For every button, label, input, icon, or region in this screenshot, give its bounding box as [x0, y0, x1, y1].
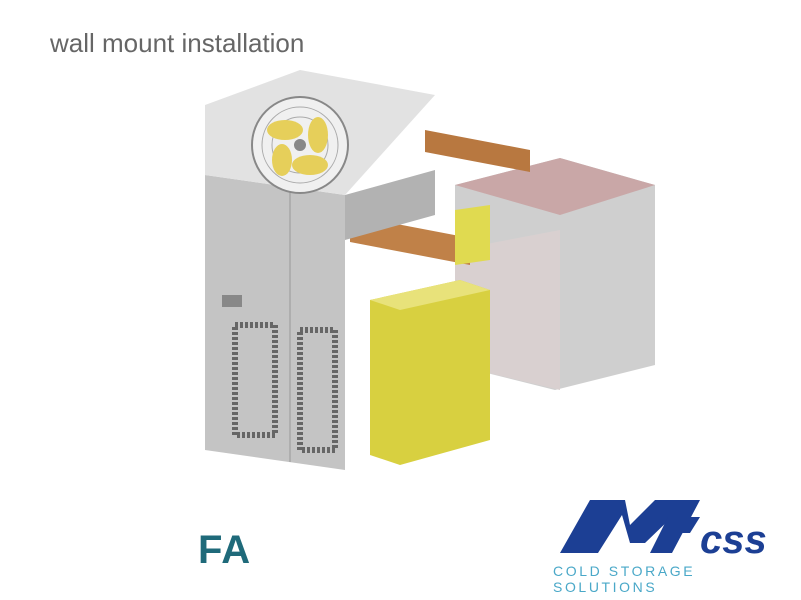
- caption: wall mount installation: [50, 28, 305, 58]
- condensing-unit-front: [205, 175, 345, 470]
- label-plate: [222, 295, 242, 307]
- fan-blade: [272, 144, 292, 176]
- fan-blade: [308, 117, 328, 153]
- logo-tagline: COLD STORAGE SOLUTIONS: [553, 563, 696, 595]
- evaporator-top: [455, 158, 655, 215]
- vent-grille-left: [232, 322, 278, 438]
- mtcss-logo: css: [560, 500, 767, 562]
- upper-arm: [425, 130, 530, 172]
- fan-blade: [267, 120, 303, 140]
- fan-blade: [292, 155, 328, 175]
- model-label: FA: [198, 528, 252, 572]
- vent-grille-right: [297, 327, 338, 453]
- svg-text:css: css: [700, 518, 767, 562]
- yellow-box: [370, 280, 490, 465]
